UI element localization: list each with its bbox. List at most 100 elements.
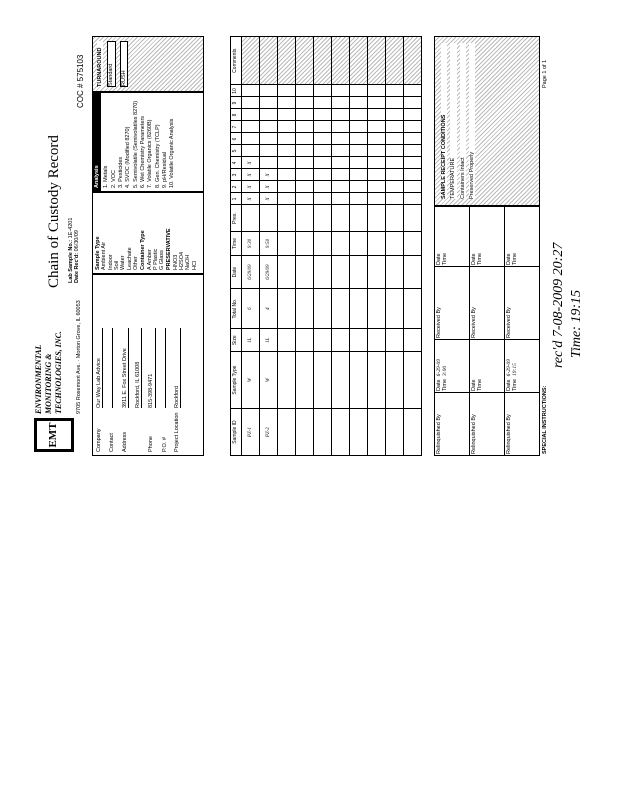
turnaround-standard[interactable]: Standard [107, 41, 116, 87]
table-cell [403, 328, 422, 352]
table-cell [331, 328, 350, 352]
receipt-title: SAMPLE RECEIPT CONDITIONS [441, 43, 448, 199]
lab-sample-value: 1E-4201 [68, 217, 74, 239]
client-field-label: Contact [109, 433, 116, 452]
table-cell [259, 96, 278, 109]
time-value: 19:15 [512, 363, 519, 376]
table-cell [349, 156, 368, 169]
table-cell [277, 132, 296, 145]
column-header: Total No. [230, 288, 242, 329]
time-value: 3:00 [442, 365, 449, 376]
table-cell [385, 84, 404, 97]
table-cell [259, 108, 278, 121]
table-cell [313, 180, 332, 193]
date-value: 6-29-09 [506, 358, 512, 377]
table-cell [259, 132, 278, 145]
table-cell [277, 255, 296, 289]
table-cell [313, 255, 332, 289]
table-cell [403, 96, 422, 109]
table-cell [241, 36, 260, 85]
analysis-item: 7. Volatile Organics (8260B) [147, 119, 154, 188]
client-field: Project LocationRockford [173, 278, 182, 452]
table-cell [403, 84, 422, 97]
column-header: Pres. [230, 204, 242, 232]
table-cell [241, 204, 260, 232]
table-cell [259, 204, 278, 232]
table-cell: X [259, 192, 278, 205]
table-cell: 6/29/09 [241, 255, 260, 289]
receipt-item: Containers Intact [459, 43, 466, 199]
relinquished-by-label: Relinquished By [435, 392, 469, 455]
table-cell [295, 168, 314, 181]
table-cell [385, 132, 404, 145]
table-row [331, 36, 350, 456]
received-by-label: Received By [505, 266, 539, 339]
table-cell [349, 408, 368, 456]
code-item: HCl [191, 260, 198, 270]
client-field-value: Rockford [173, 328, 182, 408]
client-field-value: Rockford, IL 61008 [134, 328, 143, 408]
table-cell [313, 108, 332, 121]
client-field-label: P.O. # [161, 437, 168, 452]
table-cell [313, 36, 332, 85]
table-cell: PZ-2 [259, 408, 278, 456]
column-header: Sample ID [230, 408, 242, 456]
client-field-value: Our Way Lab Advice [96, 328, 104, 408]
date-value: 6-29-09 [436, 358, 442, 377]
table-cell [385, 328, 404, 352]
table-cell [385, 192, 404, 205]
table-row [385, 36, 404, 456]
table-cell [367, 168, 386, 181]
table-cell [313, 288, 332, 329]
table-cell [367, 84, 386, 97]
date-value: 06/30/09 [74, 230, 81, 252]
table-cell [277, 144, 296, 157]
table-cell [367, 408, 386, 456]
table-cell [331, 156, 350, 169]
table-cell [367, 156, 386, 169]
table-cell [367, 180, 386, 193]
received-by-label: Received By [435, 266, 469, 339]
table-cell: 4 [259, 288, 278, 329]
table-row [367, 36, 386, 456]
turnaround-rush[interactable]: RUSH [119, 41, 128, 87]
coc-number: COC # 575103 [76, 55, 86, 108]
column-header: Date [230, 255, 242, 289]
table-cell [349, 180, 368, 193]
table-cell: 1L [241, 328, 260, 352]
table-cell [277, 192, 296, 205]
table-cell [331, 288, 350, 329]
column-header: 8 [230, 108, 242, 121]
client-field: Phone815-398-9471 [148, 278, 156, 452]
table-cell [331, 132, 350, 145]
table-cell [385, 408, 404, 456]
table-cell [295, 180, 314, 193]
column-header: Sample Type [230, 351, 242, 409]
client-field-value: 3911 E. Fox Street Drive [121, 328, 129, 408]
table-cell [277, 231, 296, 256]
company-name-line: MONITORING & [44, 353, 53, 414]
table-cell [295, 156, 314, 169]
table-cell [349, 351, 368, 409]
table-cell [385, 231, 404, 256]
table-cell [385, 204, 404, 232]
table-cell [277, 351, 296, 409]
table-cell [367, 132, 386, 145]
table-cell [313, 96, 332, 109]
table-cell [385, 288, 404, 329]
table-cell [349, 84, 368, 97]
analysis-item: 4. SVOC (Modified 8270) [125, 126, 132, 188]
table-cell [295, 84, 314, 97]
table-cell [331, 84, 350, 97]
company-name: ENVIRONMENTAL MONITORING & TECHNOLOGIES,… [34, 304, 64, 414]
table-cell [277, 168, 296, 181]
table-cell [331, 351, 350, 409]
table-cell [313, 168, 332, 181]
